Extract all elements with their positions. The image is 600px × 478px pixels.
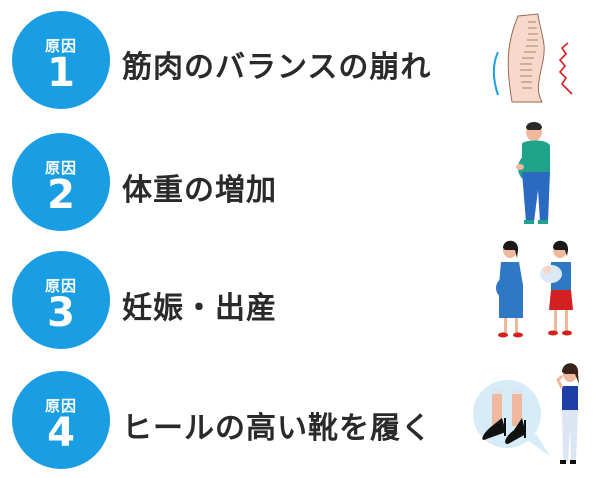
cause-badge: 原因 4 — [12, 371, 110, 469]
cause-label: 原因 — [44, 159, 77, 177]
cause-number: 2 — [47, 172, 75, 218]
cause-badge: 原因 3 — [12, 251, 110, 349]
cause-label: 原因 — [44, 37, 77, 55]
high-heels-woman-icon — [473, 363, 579, 464]
cause-item-4: 原因 4 ヒールの高い靴を履く — [0, 360, 600, 478]
overweight-man-icon — [516, 122, 550, 224]
cause-badge: 原因 2 — [12, 133, 110, 231]
cause-number: 4 — [47, 410, 75, 456]
cause-label: 原因 — [44, 397, 77, 415]
spine-posture-icon — [492, 13, 573, 103]
cause-label: 原因 — [44, 277, 77, 295]
cause-number: 1 — [47, 50, 75, 96]
cause-item-2: 原因 2 体重の増加 — [0, 120, 600, 238]
cause-title: ヒールの高い靴を履く — [122, 411, 432, 446]
cause-badge: 原因 1 — [12, 11, 110, 109]
cause-title: 体重の増加 — [122, 173, 277, 208]
cause-title: 筋肉のバランスの崩れ — [122, 50, 432, 85]
cause-item-3: 原因 3 妊娠・出産 — [0, 240, 600, 358]
cause-item-1: 原因 1 筋肉のバランスの崩れ — [0, 0, 600, 118]
pregnancy-childbirth-icon — [496, 240, 573, 338]
cause-title: 妊娠・出産 — [122, 291, 277, 326]
cause-number: 3 — [47, 290, 75, 336]
